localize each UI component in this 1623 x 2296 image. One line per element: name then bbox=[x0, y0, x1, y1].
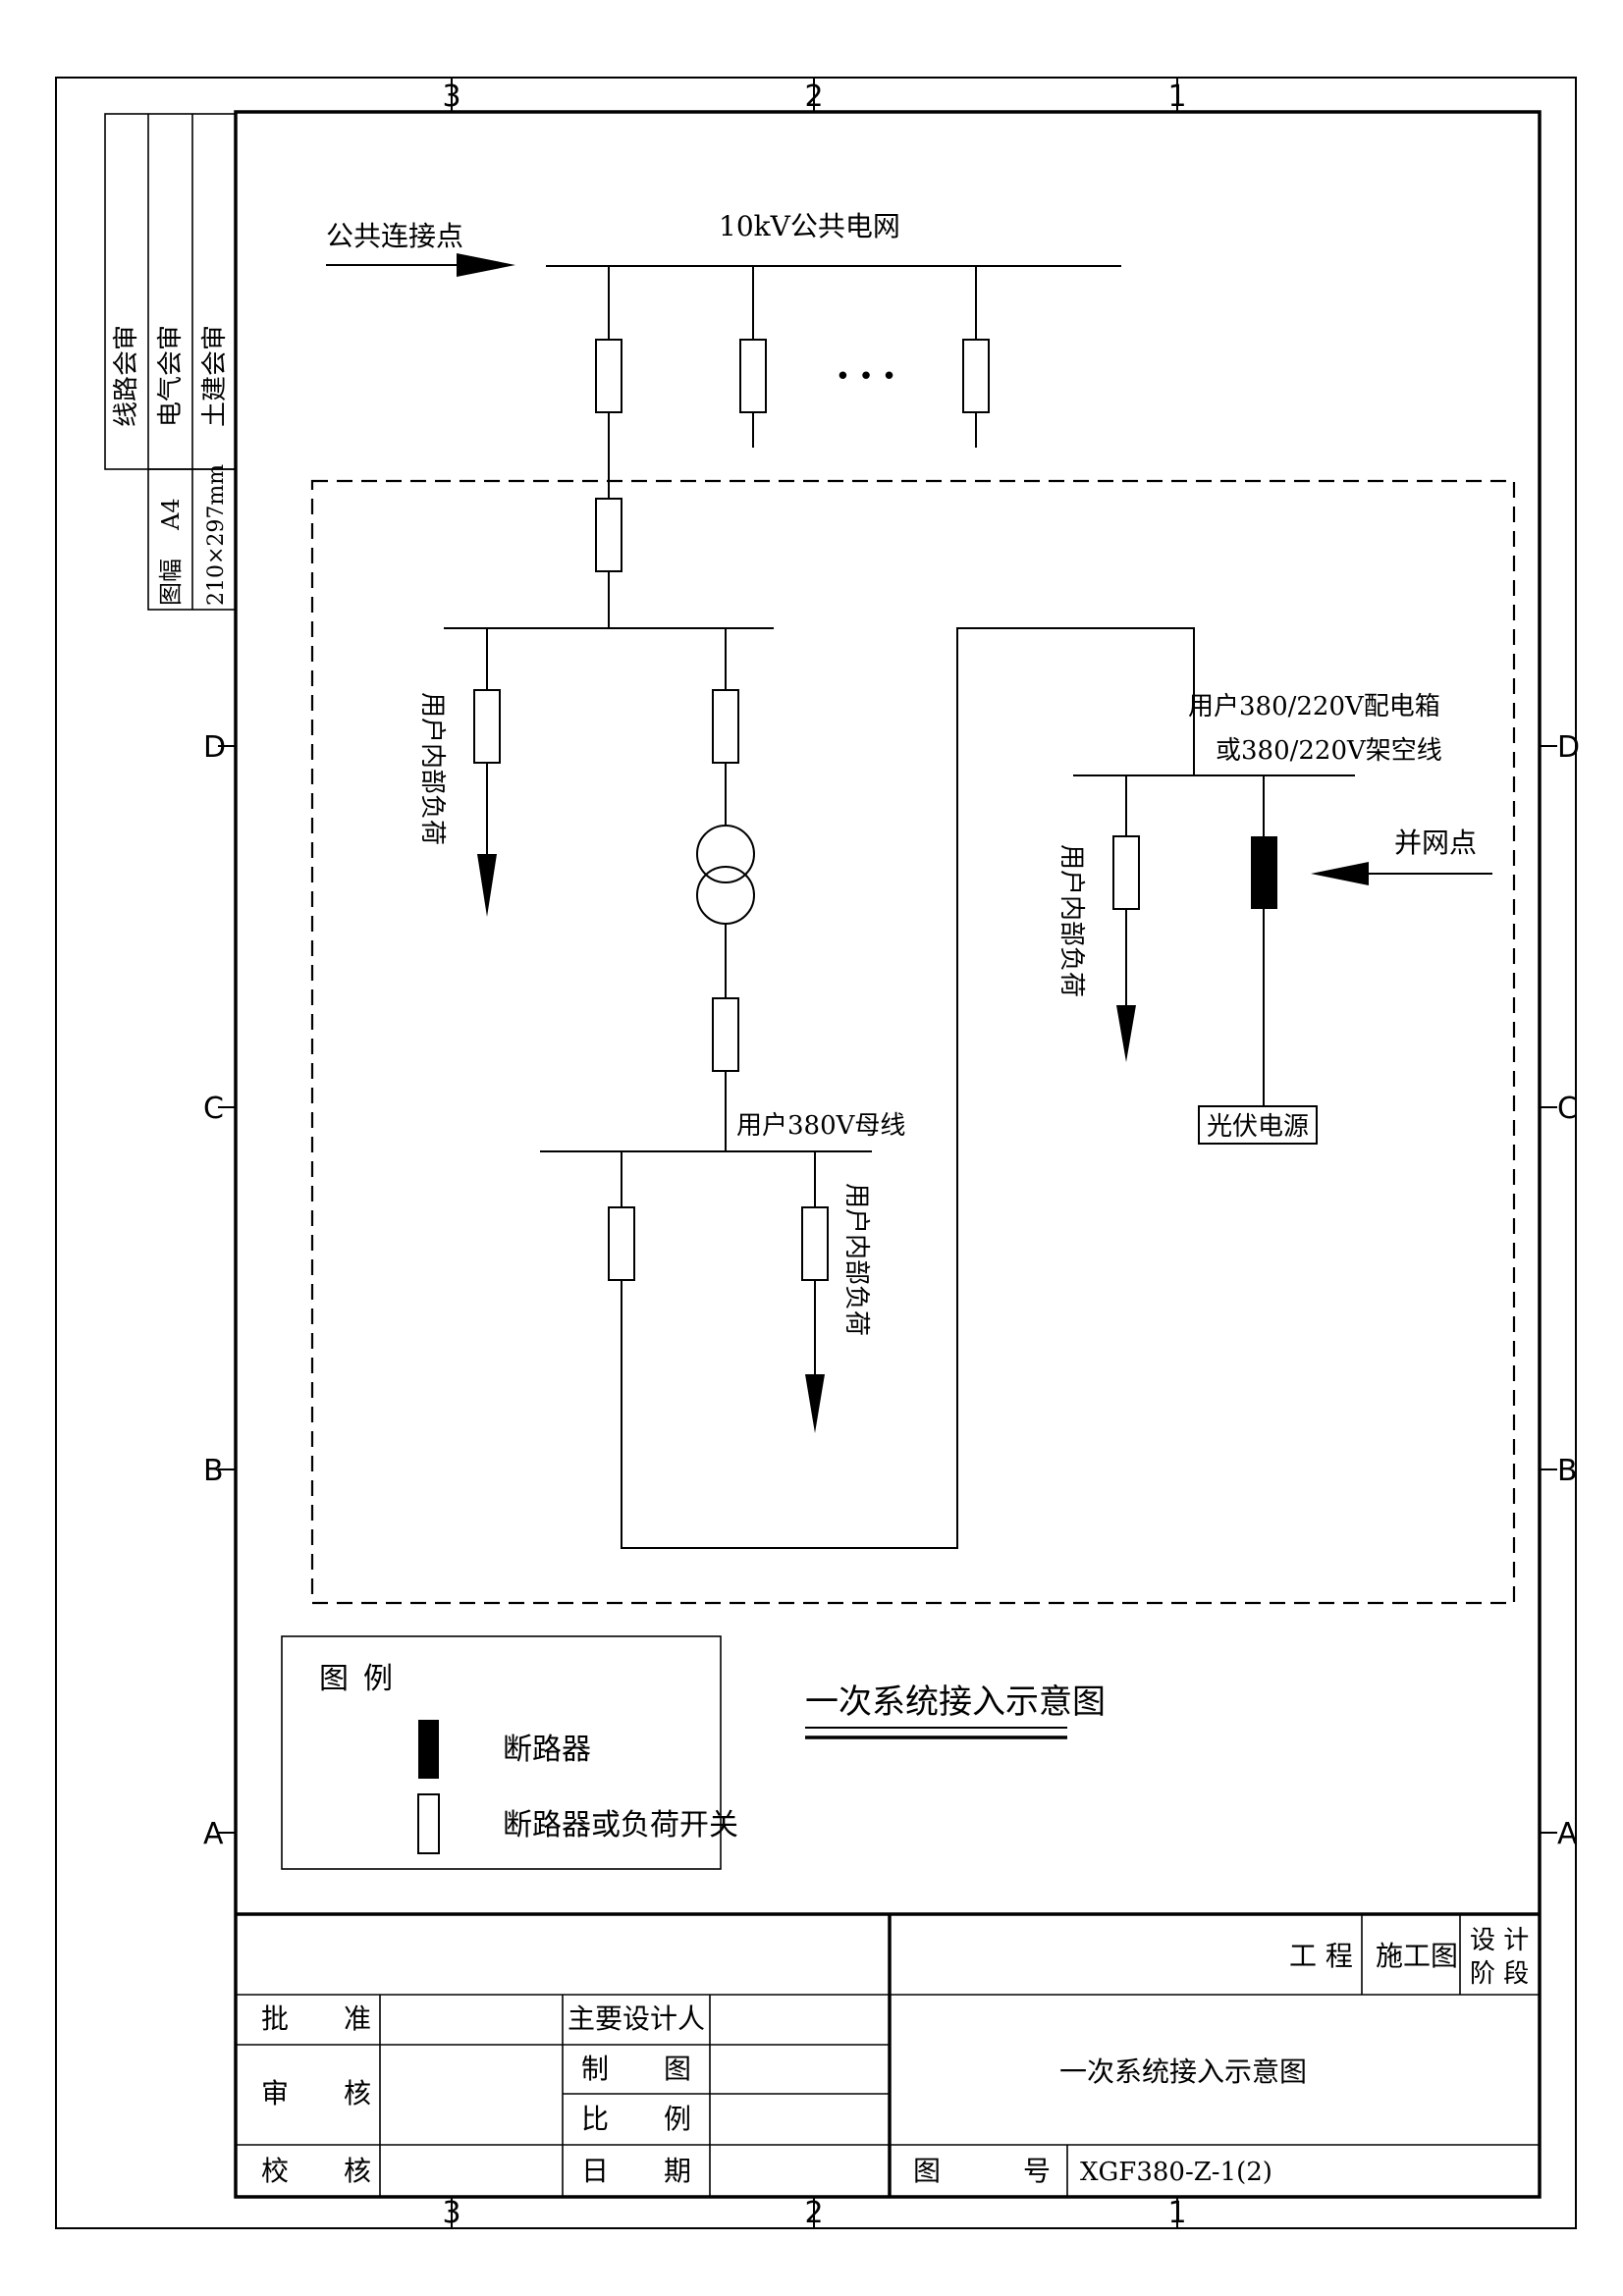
drawing-title: 一次系统接入示意图 bbox=[805, 1682, 1106, 1722]
row-d-left: D bbox=[203, 730, 226, 765]
breaker-user-incoming bbox=[595, 498, 622, 572]
zone-col-2-top: 2 bbox=[804, 80, 823, 114]
title-stage-label-2: 阶 段 bbox=[1470, 1959, 1529, 1989]
legend-switch-label: 断路器或负荷开关 bbox=[503, 1808, 738, 1842]
zone-col-3-top: 3 bbox=[442, 80, 460, 114]
grid-tie-label: 并网点 bbox=[1394, 827, 1477, 859]
title-check: 校 核 bbox=[261, 2155, 371, 2187]
bus-380v-label: 用户380V母线 bbox=[736, 1111, 905, 1141]
pv-source-label: 光伏电源 bbox=[1207, 1112, 1309, 1142]
side-col-line-review: 线路会审 bbox=[112, 325, 141, 427]
row-a-right: A bbox=[1557, 1817, 1578, 1851]
transformer-winding-hv bbox=[696, 825, 755, 883]
title-review: 审 核 bbox=[261, 2077, 371, 2109]
legend-title-1: 图 bbox=[319, 1662, 349, 1696]
title-drawing-no: XGF380-Z-1(2) bbox=[1080, 2158, 1272, 2187]
user-boundary bbox=[310, 479, 1516, 1605]
breaker-grid-1 bbox=[595, 339, 622, 413]
load-arrow-380v bbox=[805, 1374, 825, 1433]
breaker-pv bbox=[1251, 836, 1277, 909]
title-scale: 比 例 bbox=[581, 2103, 691, 2135]
side-size-label: 图幅 bbox=[157, 559, 185, 606]
legend-breaker-symbol bbox=[418, 1720, 439, 1779]
distribution-label-2: 或380/220V架空线 bbox=[1216, 736, 1442, 766]
load-label-left: 用户内部负荷 bbox=[417, 692, 447, 845]
ellipsis: • • • bbox=[836, 362, 897, 392]
legend-switch-symbol bbox=[417, 1793, 440, 1854]
title-drawing-no-label: 图 号 bbox=[913, 2155, 1051, 2187]
breaker-load-380v bbox=[801, 1206, 829, 1281]
side-size-value: A4 bbox=[157, 498, 185, 531]
public-connection-arrow bbox=[326, 253, 515, 277]
load-label-380v: 用户内部负荷 bbox=[841, 1183, 871, 1336]
title-project: 工 程 bbox=[1289, 1940, 1353, 1972]
title-main-designer: 主要设计人 bbox=[568, 2002, 705, 2035]
title-block: 工 程 施工图 设 计 阶 段 批 准 审 核 校 核 主要设计人 制 图 比 … bbox=[236, 1912, 1540, 2197]
row-b-left: B bbox=[203, 1454, 224, 1488]
load-arrow-left bbox=[477, 854, 497, 917]
row-c-left: C bbox=[203, 1092, 224, 1126]
outer-frame bbox=[55, 77, 1577, 2229]
side-col-civil-review: 土建会审 bbox=[200, 325, 230, 427]
title-date: 日 期 bbox=[581, 2155, 691, 2187]
title-approve: 批 准 bbox=[261, 2002, 371, 2035]
title-stage: 施工图 bbox=[1376, 1940, 1458, 1972]
zone-col-3-bottom: 3 bbox=[442, 2196, 460, 2230]
inner-frame bbox=[234, 110, 1542, 2199]
breaker-transformer-lv bbox=[712, 997, 739, 1072]
zone-col-1-top: 1 bbox=[1167, 80, 1186, 114]
load-arrow-distribution bbox=[1116, 1005, 1136, 1062]
row-c-right: C bbox=[1557, 1092, 1578, 1126]
legend-breaker-label: 断路器 bbox=[503, 1733, 591, 1767]
row-a-left: A bbox=[203, 1817, 224, 1851]
pv-source-box bbox=[1198, 1105, 1318, 1145]
zone-col-1-bottom: 1 bbox=[1167, 2196, 1186, 2230]
breaker-grid-3 bbox=[962, 339, 990, 413]
breaker-grid-2 bbox=[739, 339, 767, 413]
load-label-distribution: 用户内部负荷 bbox=[1056, 844, 1086, 997]
grid-tie-arrow bbox=[1311, 862, 1492, 885]
zone-col-2-bottom: 2 bbox=[804, 2196, 823, 2230]
breaker-load-distribution bbox=[1112, 835, 1140, 910]
distribution-label-1: 用户380/220V配电箱 bbox=[1188, 692, 1440, 721]
title-stage-label-1: 设 计 bbox=[1470, 1926, 1529, 1955]
side-table: 线路会审 电气会审 土建会审 图幅 A4 210×297mm bbox=[104, 113, 237, 611]
public-connection-label: 公共连接点 bbox=[326, 220, 463, 252]
row-labels: D C B A D C B A bbox=[203, 730, 1580, 1851]
side-size-mm: 210×297mm bbox=[204, 464, 229, 606]
breaker-load-left bbox=[473, 689, 501, 764]
legend: 图 例 断路器 断路器或负荷开关 bbox=[281, 1635, 738, 1870]
transformer-winding-lv bbox=[696, 866, 755, 925]
side-col-electric-review: 电气会审 bbox=[156, 325, 186, 427]
breaker-transformer-hv bbox=[712, 689, 739, 764]
breaker-380v-feeder bbox=[608, 1206, 635, 1281]
title-drawing-name: 一次系统接入示意图 bbox=[1059, 2056, 1307, 2088]
title-drawn: 制 图 bbox=[581, 2053, 691, 2085]
row-b-right: B bbox=[1557, 1454, 1578, 1488]
legend-title-2: 例 bbox=[363, 1662, 393, 1696]
row-d-right: D bbox=[1557, 730, 1580, 765]
grid-label: 10kV公共电网 bbox=[719, 210, 900, 242]
